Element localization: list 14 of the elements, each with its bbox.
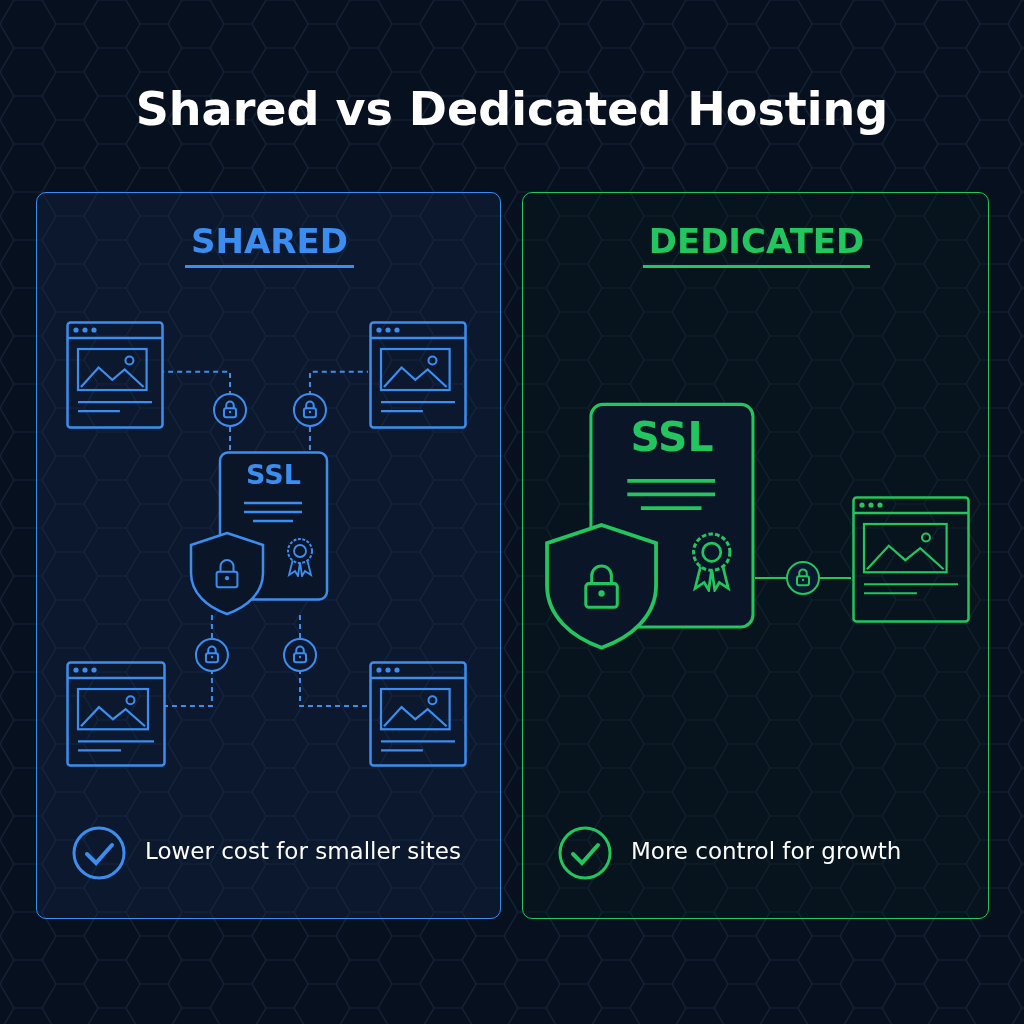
connector-line [164,614,213,707]
benefit-text: Lower cost for smaller sites [145,838,461,864]
connector-line [308,370,369,451]
comparison-panel [36,192,501,919]
comparison-panel [522,192,989,919]
connector-line [754,576,852,579]
connector-line [299,614,369,707]
certificate-label: SSL [245,459,302,492]
title: Shared vs Dedicated Hosting [134,82,890,136]
certificate-label: SSL [629,413,715,463]
connector-line [162,370,231,451]
benefit-text: More control for growth [631,838,902,864]
panel-heading: SHARED [185,221,354,268]
panel-heading: DEDICATED [642,221,871,268]
